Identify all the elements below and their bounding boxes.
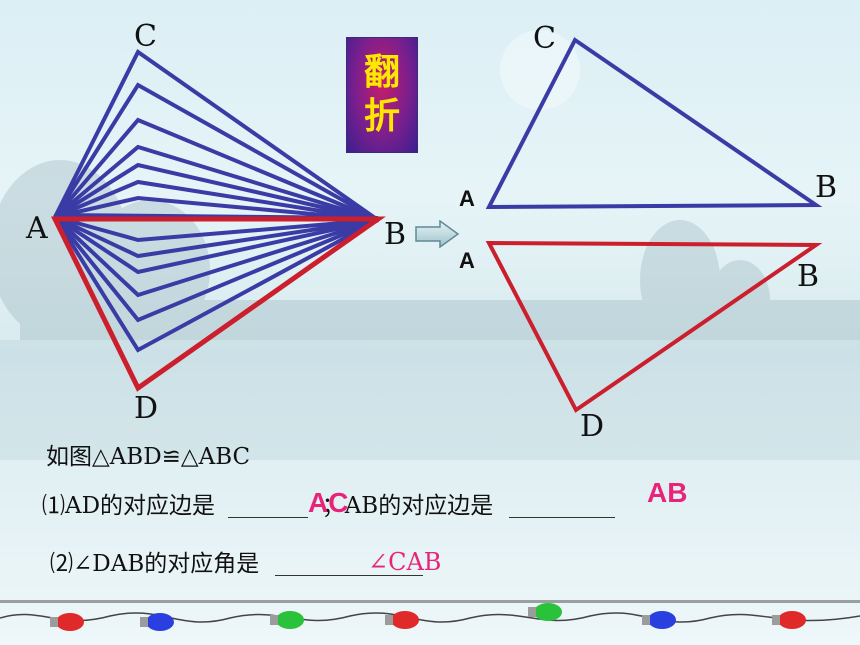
light-bulb-red-3: [772, 611, 806, 629]
question-1-blank-2[interactable]: [508, 495, 615, 518]
question-2-blank[interactable]: [274, 549, 423, 576]
fan-line-9: [54, 215, 379, 259]
label-a-right-bottom: A: [459, 248, 475, 273]
christmas-lights-garland-icon: [0, 600, 860, 631]
fold-char-1: 翻: [363, 52, 400, 93]
fan-line-8: [54, 215, 379, 243]
question-1-prefix: ⑴AD的对应边是: [42, 493, 216, 519]
label-b-right-top: B: [815, 170, 838, 205]
fan-line-3: [53, 117, 379, 222]
label-a-left: A: [26, 211, 48, 246]
congruence-statement: 如图△ABD≌△ABC: [46, 444, 251, 470]
label-c-right: C: [533, 21, 556, 56]
light-bulb-red-2: [385, 611, 419, 629]
label-b-right-bottom: B: [797, 259, 820, 294]
question-1-middle: ；AB的对应边是: [321, 493, 494, 519]
fan-line-1: [53, 49, 380, 222]
answer-ab: AB: [647, 477, 688, 508]
fan-line-12: [53, 215, 379, 323]
light-bulb-green-1: [270, 611, 304, 629]
fan-line-13: [53, 215, 379, 353]
question-2-prefix: ⑵∠DAB的对应角是: [50, 551, 260, 577]
label-a-right-top: A: [459, 186, 475, 211]
label-b-left: B: [384, 217, 407, 252]
fold-label-box: 翻 折: [346, 37, 418, 153]
triangle-abd-right: [485, 240, 823, 413]
fan-line-10: [53, 215, 379, 275]
right-arrow-icon: [415, 220, 460, 248]
fan-line-7: [54, 195, 379, 222]
fan-line-6: [54, 179, 379, 222]
label-c-left: C: [134, 19, 157, 54]
question-1: ⑴AD的对应边是 ；AB的对应边是: [42, 495, 615, 518]
light-bulb-blue-1: [140, 613, 174, 631]
fan-line-11: [53, 215, 379, 298]
triangle-abd-left: [50, 216, 386, 392]
question-2: ⑵∠DAB的对应角是: [50, 549, 423, 576]
light-bulb-green-2: [528, 603, 562, 621]
light-bulb-red-1: [50, 613, 84, 631]
fan-line-4: [53, 144, 379, 222]
fan-line-2: [53, 82, 379, 222]
answer-cab: ∠CAB: [368, 548, 442, 576]
label-d-right: D: [580, 409, 605, 444]
light-bulb-blue-2: [642, 611, 676, 629]
answer-ac: AC: [308, 487, 349, 518]
fan-line-5: [53, 162, 379, 222]
question-1-blank-1[interactable]: [228, 495, 309, 518]
triangle-abc-right: [485, 37, 823, 210]
label-d-left: D: [134, 391, 159, 426]
fold-char-2: 折: [363, 96, 400, 137]
